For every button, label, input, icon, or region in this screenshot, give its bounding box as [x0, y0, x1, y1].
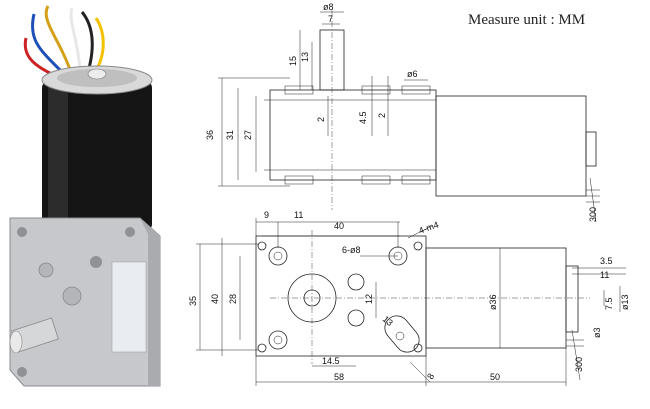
dim-7: 7 — [328, 14, 333, 24]
dim-15: 15 — [288, 56, 298, 66]
dim-14-5: 14.5 — [322, 356, 340, 366]
dim-36: 36 — [205, 130, 215, 140]
motor-wires — [23, 5, 105, 78]
dim-58: 58 — [334, 372, 344, 382]
output-shaft — [9, 317, 59, 354]
dim-wire-300-top: 300 — [588, 207, 598, 222]
motor-photo — [9, 5, 161, 387]
dim-13: 13 — [300, 52, 310, 62]
dim-28: 28 — [228, 294, 238, 304]
dim-3-5: 3.5 — [600, 256, 613, 266]
dim-13-boss: 13 — [381, 314, 395, 328]
dim-phi8: ø8 — [323, 2, 334, 12]
gearbox — [9, 217, 161, 387]
dim-phi3: ø3 — [592, 327, 602, 338]
dim-27: 27 — [243, 130, 253, 140]
dim-mount-4-m4: 4-m4 — [417, 219, 440, 235]
dim-40-top: 40 — [334, 221, 344, 231]
dim-wire-300-bottom: 300 — [574, 357, 584, 372]
dim-phi6: ø6 — [407, 69, 418, 79]
dim-50: 50 — [490, 372, 500, 382]
dim-40-left: 40 — [210, 294, 220, 304]
dim-31: 31 — [225, 130, 235, 140]
dim-9: 9 — [264, 210, 269, 220]
dim-8: 8 — [425, 372, 436, 381]
dim-phi36: ø36 — [488, 294, 498, 310]
side-view: 36 31 27 15 13 2 4.5 2 ø8 7 ø6 300 — [205, 2, 600, 223]
measure-unit-label: Measure unit : MM — [468, 12, 585, 28]
dim-7-5: 7.5 — [604, 297, 614, 310]
dim-2-right: 2 — [377, 113, 387, 118]
dim-4-5: 4.5 — [358, 111, 368, 124]
motor-can — [41, 65, 153, 232]
front-view: 9 11 40 4-m4 6-ø8 35 40 28 12 14.5 13 58… — [188, 210, 630, 386]
dim-holes-6-phi8: 6-ø8 — [342, 245, 361, 255]
dim-2-left: 2 — [316, 117, 326, 122]
dim-11-right: 11 — [600, 270, 609, 280]
dim-35: 35 — [188, 296, 198, 306]
dim-12: 12 — [364, 294, 374, 304]
dim-phi13: ø13 — [620, 294, 630, 310]
dim-11: 11 — [294, 210, 303, 220]
